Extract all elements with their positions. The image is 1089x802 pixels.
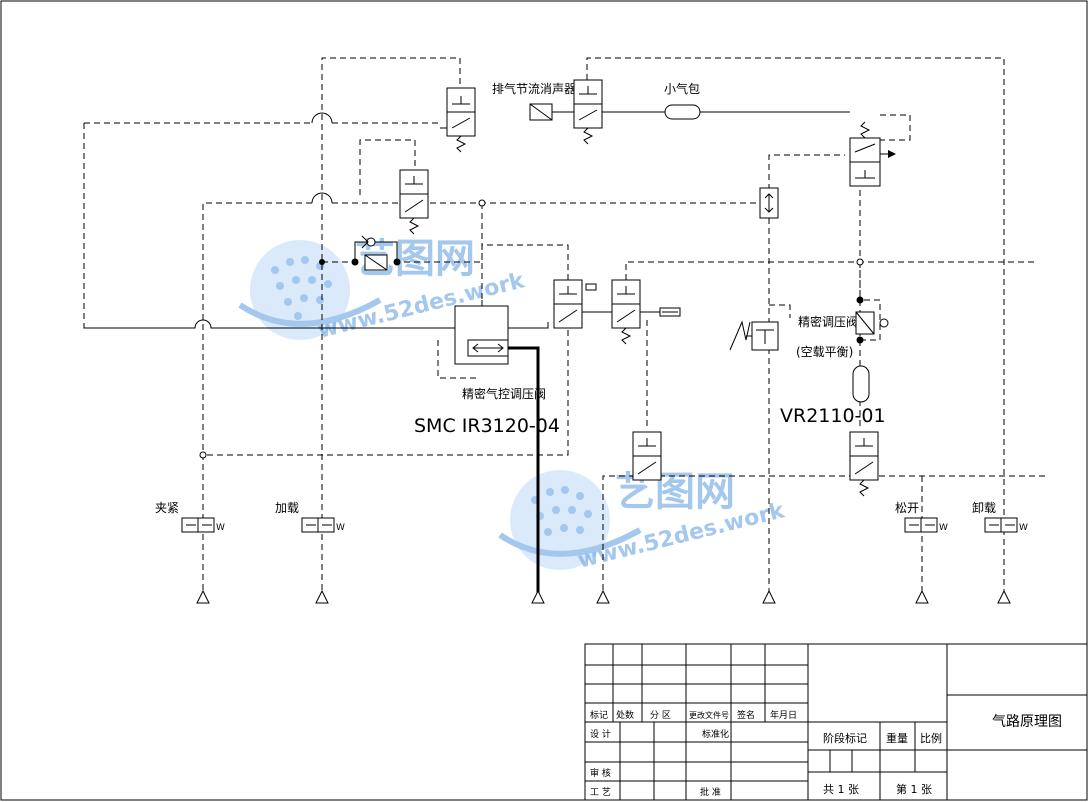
shuttle-valve bbox=[759, 187, 779, 219]
valve-right-top bbox=[849, 121, 896, 187]
svg-text:W: W bbox=[1019, 523, 1028, 533]
label-no-load-balance: (空载平衡) bbox=[796, 345, 853, 359]
manual-valve-clamp: W bbox=[181, 517, 225, 533]
watermark-logo-1 bbox=[238, 240, 382, 340]
valve-muffler bbox=[573, 79, 603, 145]
label-release: 松开 bbox=[895, 501, 919, 515]
pressure-lines bbox=[84, 111, 864, 600]
label-load: 加载 bbox=[275, 501, 299, 515]
label-precision-pilot-regulator: 精密气控调压阀 bbox=[462, 386, 546, 401]
small-tank bbox=[664, 104, 701, 120]
tb-label-count: 处数 bbox=[616, 709, 634, 721]
manual-valve-unload: W bbox=[984, 517, 1028, 533]
exhaust-muffler bbox=[529, 103, 574, 121]
supply-line bbox=[508, 346, 540, 600]
check-filter-group bbox=[351, 235, 401, 271]
valve-mid-2 bbox=[611, 279, 681, 345]
tb-drawing-name: 气路原理图 bbox=[992, 714, 1062, 730]
tb-stage-mark: 阶段标记 bbox=[823, 731, 867, 745]
valve-left-middle bbox=[399, 169, 429, 235]
manual-valve-load: W bbox=[301, 517, 345, 533]
tb-designer: 设 计 bbox=[590, 728, 611, 740]
tb-sheets-total: 共 1 张 bbox=[823, 783, 859, 796]
label-unload: 卸载 bbox=[972, 500, 996, 515]
tb-label-signature: 签名 bbox=[737, 709, 755, 721]
tb-sheet-no: 第 1 张 bbox=[896, 782, 932, 796]
tb-label-mark: 标记 bbox=[590, 709, 608, 721]
tb-reviewer: 审 核 bbox=[590, 767, 611, 779]
valve-right-lower bbox=[849, 431, 879, 497]
right-filter-check bbox=[855, 296, 889, 344]
valve-pilot-top bbox=[440, 87, 476, 153]
tb-process: 工 艺 bbox=[590, 787, 611, 798]
tb-scale: 比例 bbox=[920, 731, 942, 745]
right-tank bbox=[852, 365, 870, 403]
tb-standardization: 标准化 bbox=[702, 728, 729, 740]
svg-text:W: W bbox=[336, 523, 345, 533]
label-exhaust-muffler: 排气节流消声器 bbox=[492, 81, 576, 96]
label-clamp: 夹紧 bbox=[155, 501, 179, 515]
label-regulator-model: SMC IR3120-04 bbox=[414, 415, 560, 437]
tb-label-zone: 分 区 bbox=[650, 710, 671, 721]
title-block: 标记 处数 分 区 更改文件号 签名 年月日 设 计 标准化 审 核 工 艺 批… bbox=[584, 643, 1088, 801]
precision-pilot-regulator bbox=[454, 300, 509, 365]
tb-weight: 重量 bbox=[886, 731, 908, 745]
label-precision-regulator: 精密调压阀 bbox=[798, 314, 858, 329]
valve-mid-1 bbox=[553, 279, 597, 329]
tb-label-change-doc: 更改文件号 bbox=[689, 710, 729, 720]
precision-regulator bbox=[729, 320, 779, 351]
manual-valve-release: W bbox=[904, 517, 948, 533]
svg-text:W: W bbox=[216, 523, 225, 533]
svg-text:W: W bbox=[939, 523, 948, 533]
label-small-tank: 小气包 bbox=[664, 81, 700, 96]
tb-label-date: 年月日 bbox=[770, 709, 797, 721]
label-regulator-model-2: VR2110-01 bbox=[780, 405, 886, 427]
tb-approval: 批 准 bbox=[700, 786, 721, 798]
valve-lower-mid bbox=[632, 431, 662, 481]
exhaust-symbols bbox=[196, 589, 1011, 604]
